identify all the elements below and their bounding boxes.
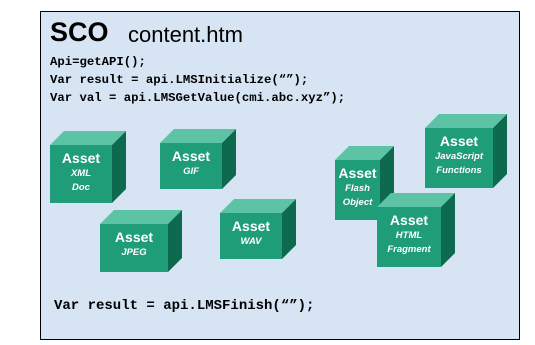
asset-label: Asset bbox=[390, 212, 428, 228]
asset-type-label: Fragment bbox=[387, 244, 431, 255]
asset-type-label: Object bbox=[343, 197, 373, 208]
asset-cube-side bbox=[168, 210, 182, 272]
asset-cube-top bbox=[425, 114, 507, 128]
asset-cube-top bbox=[220, 199, 296, 213]
asset-cube-front bbox=[160, 143, 222, 189]
asset-cube-top bbox=[160, 129, 236, 143]
asset-cube-front bbox=[50, 145, 112, 203]
asset-label: Asset bbox=[115, 229, 153, 245]
asset-type-label: XML bbox=[70, 168, 91, 179]
asset-cube-top bbox=[50, 131, 126, 145]
asset-cube-front bbox=[425, 128, 493, 188]
asset-cube-top bbox=[335, 146, 394, 160]
asset-label: Asset bbox=[172, 148, 210, 164]
asset-type-label: HTML bbox=[396, 230, 423, 241]
asset-cube-front bbox=[220, 213, 282, 259]
asset-cube-side bbox=[112, 131, 126, 203]
asset-cube-side bbox=[441, 193, 455, 267]
file-name-title: content.htm bbox=[128, 22, 243, 47]
asset-cube-front bbox=[335, 160, 380, 220]
asset-type-label: GIF bbox=[183, 166, 199, 177]
asset-label: Asset bbox=[232, 218, 270, 234]
asset-label: Asset bbox=[62, 150, 100, 166]
asset-cube-top bbox=[100, 210, 182, 224]
asset-cube-front bbox=[100, 224, 168, 272]
asset-cube-side bbox=[282, 199, 296, 259]
asset-type-label: Flash bbox=[345, 183, 370, 194]
asset-cube-front bbox=[377, 207, 441, 267]
asset-cube-side bbox=[493, 114, 507, 188]
asset-type-label: WAV bbox=[241, 236, 263, 247]
code-line-initialize: Var result = api.LMSInitialize(“”); bbox=[50, 73, 309, 87]
asset-type-label: JPEG bbox=[121, 247, 147, 258]
asset-label: Asset bbox=[440, 133, 478, 149]
code-line-get-api: Api=getAPI(); bbox=[50, 55, 146, 69]
asset-cube-side bbox=[222, 129, 236, 189]
sco-title: SCO bbox=[50, 17, 109, 47]
asset-type-label: JavaScript bbox=[435, 151, 484, 162]
asset-type-label: Functions bbox=[436, 165, 481, 176]
asset-label: Asset bbox=[338, 165, 376, 181]
code-line-get-value: Var val = api.LMSGetValue(cmi.abc.xyz”); bbox=[50, 91, 346, 105]
asset-type-label: Doc bbox=[72, 182, 91, 193]
asset-cube-top bbox=[377, 193, 455, 207]
code-line-finish: Var result = api.LMSFinish(“”); bbox=[54, 298, 315, 314]
